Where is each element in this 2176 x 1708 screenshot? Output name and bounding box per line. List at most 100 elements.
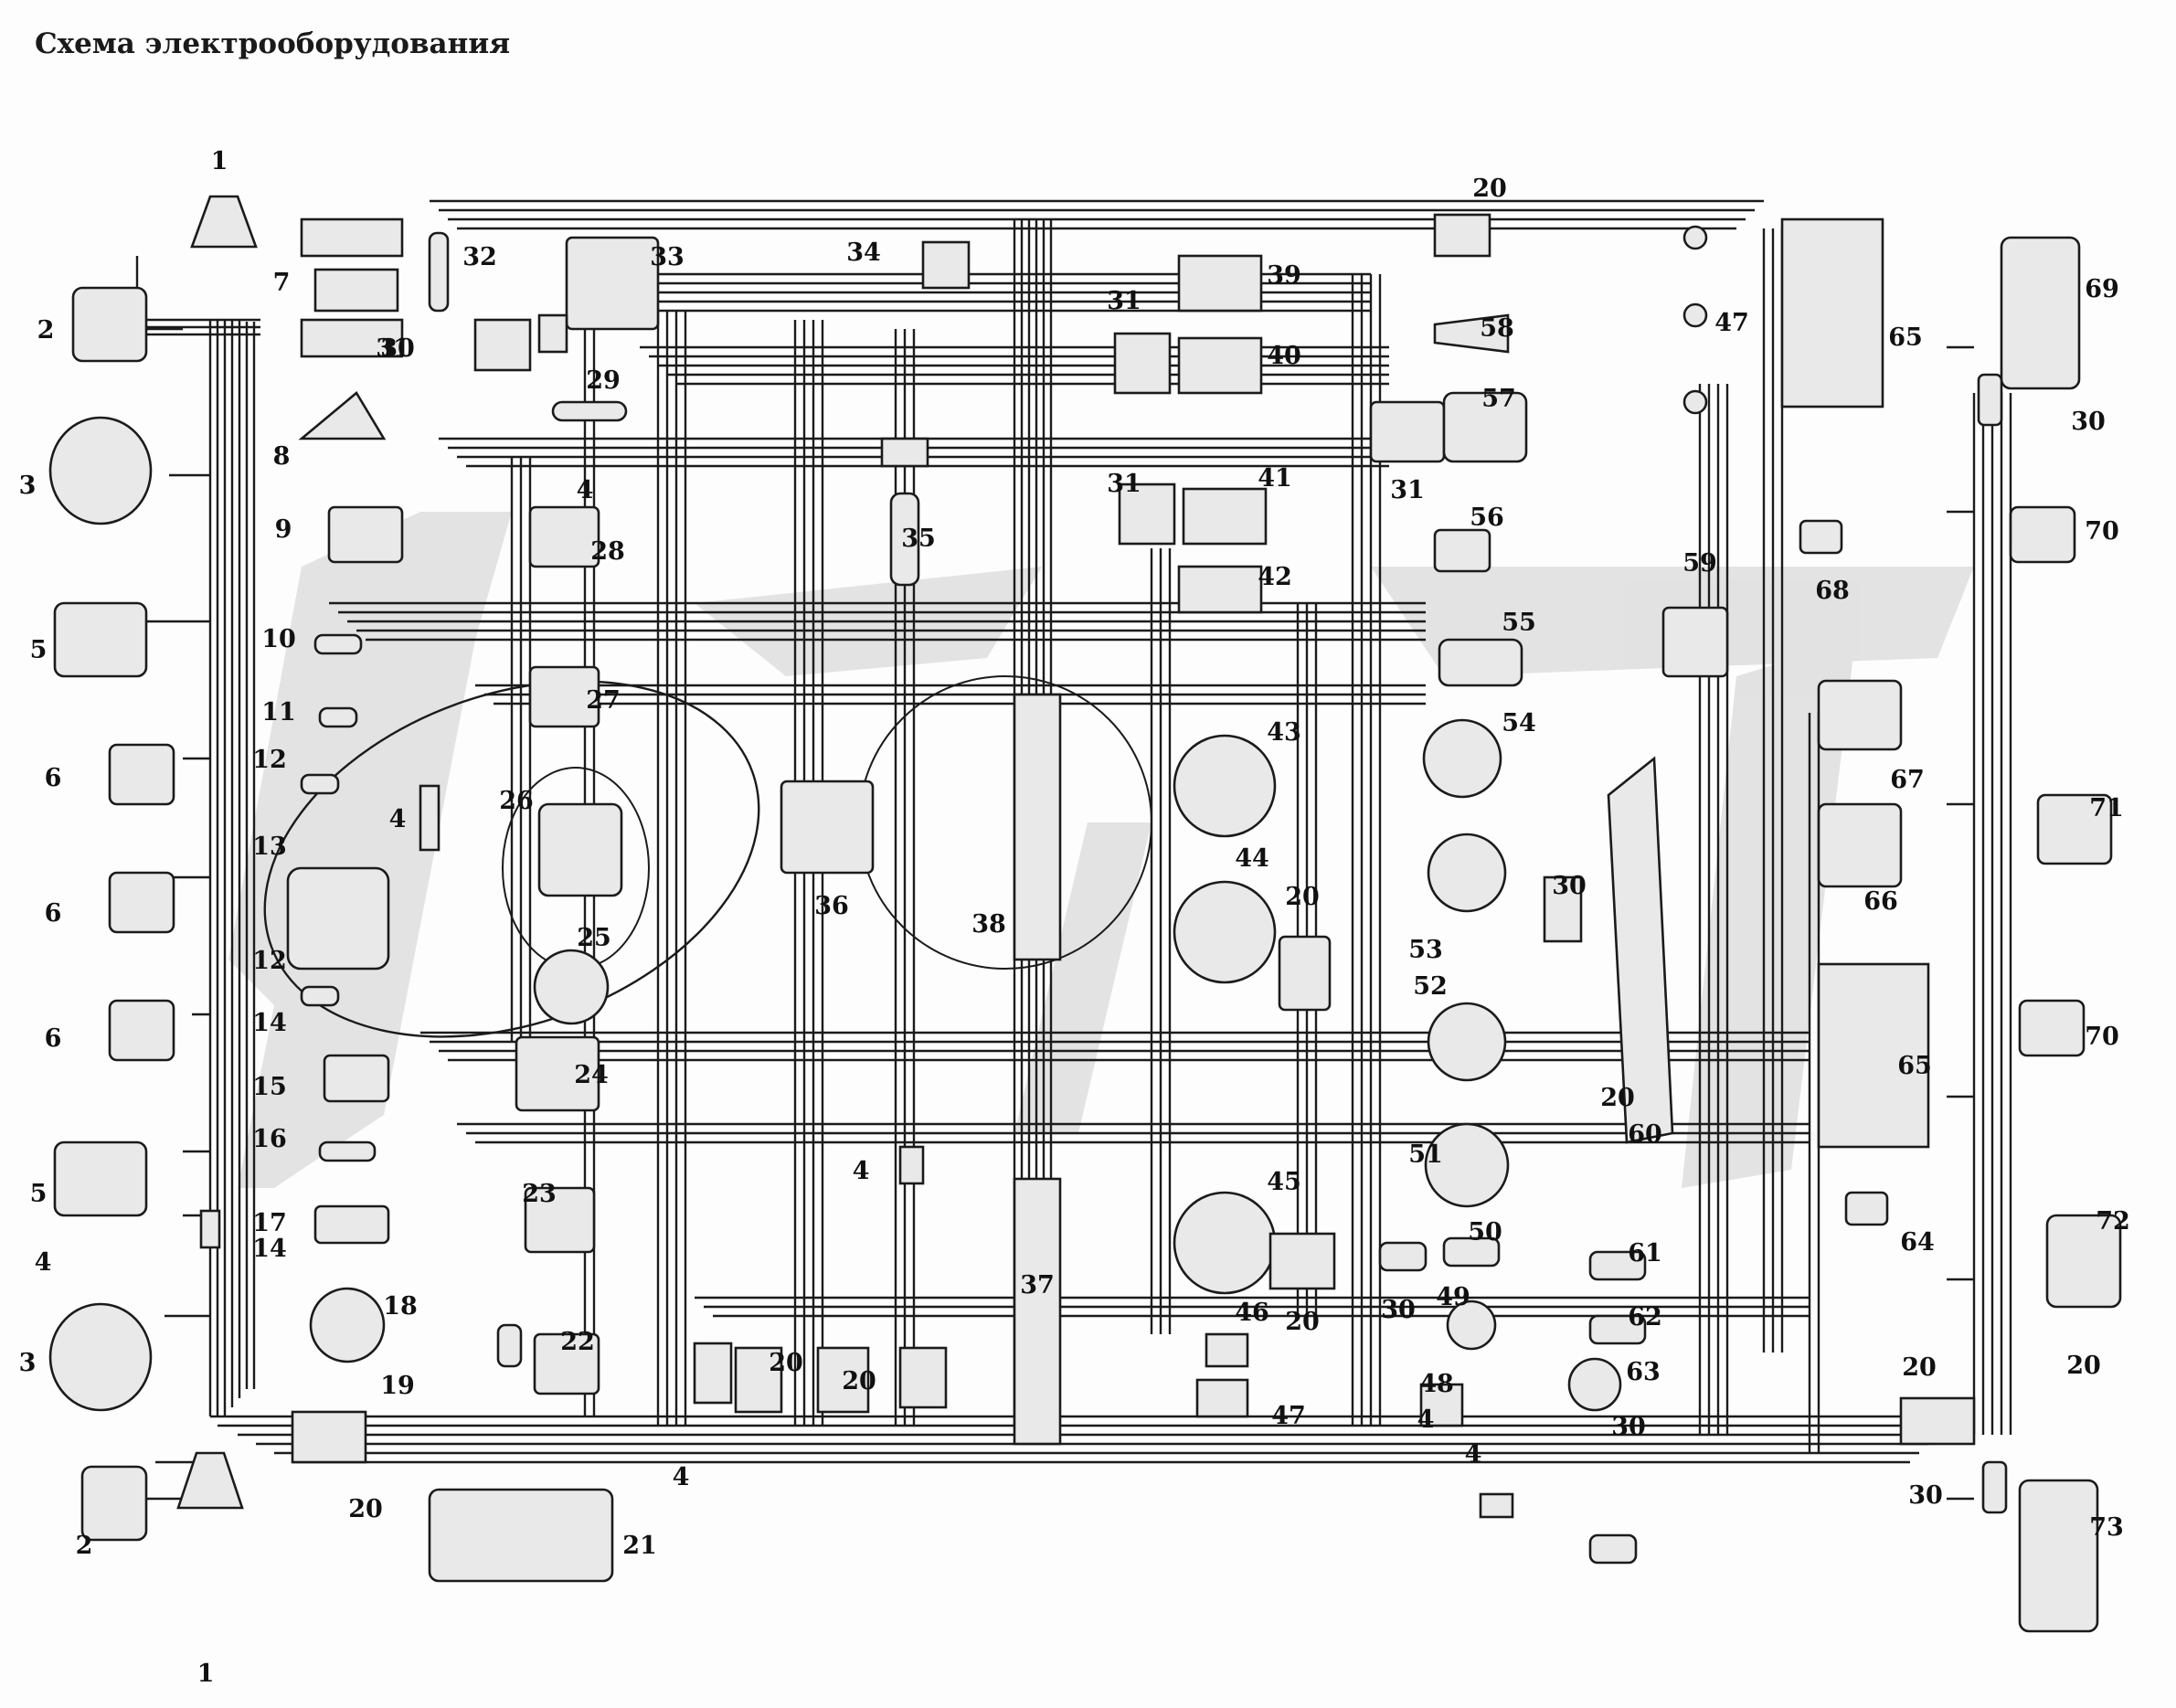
- component-number-label: 46: [1235, 1299, 1269, 1327]
- component-number-label: 20: [348, 1495, 383, 1523]
- switch-57-icon: [1442, 391, 1528, 463]
- component-number-label: 60: [1628, 1120, 1662, 1149]
- component-number-label: 73: [2089, 1513, 2124, 1542]
- connector-4-a-icon: [419, 784, 441, 852]
- gauge-52-icon: [1427, 1002, 1507, 1082]
- component-number-label: 66: [1863, 887, 1898, 916]
- lamp-1-top-icon: [190, 195, 258, 249]
- switch-39-icon: [1177, 254, 1263, 313]
- component-number-label: 49: [1436, 1283, 1470, 1311]
- lamp-5-bottom-icon: [53, 1140, 148, 1217]
- relay-27-icon: [528, 665, 600, 728]
- sensor-47-c-icon: [1682, 389, 1708, 415]
- component-number-label: 20: [1285, 883, 1320, 911]
- gauge-53-icon: [1427, 833, 1507, 913]
- component-number-label: 38: [971, 910, 1006, 939]
- component-number-label: 19: [380, 1372, 415, 1400]
- component-number-label: 47: [1271, 1402, 1306, 1430]
- relay-66-icon: [1817, 802, 1903, 888]
- relay-28-icon: [528, 505, 600, 568]
- battery-65-a-icon: [1780, 217, 1884, 408]
- relay-24-icon: [515, 1035, 600, 1112]
- lamp-71-icon: [2036, 793, 2113, 865]
- sensor-50-icon: [1442, 1236, 1501, 1268]
- component-number-label: 6: [45, 899, 62, 928]
- relay-22-icon: [533, 1332, 600, 1395]
- component-labels: 1122334444444556667891011121213141415161…: [19, 147, 2130, 1688]
- component-number-label: 1: [197, 1660, 215, 1688]
- switch-67-icon: [1817, 679, 1903, 751]
- component-number-label: 67: [1890, 766, 1925, 794]
- rear-lamp-73-icon: [2018, 1479, 2099, 1633]
- component-number-label: 54: [1502, 709, 1536, 737]
- component-number-label: 50: [1468, 1218, 1502, 1247]
- component-number-label: 20: [1600, 1084, 1635, 1112]
- component-number-label: 37: [1020, 1271, 1055, 1300]
- fuse-32-icon: [428, 231, 450, 313]
- component-number-label: 20: [842, 1367, 876, 1395]
- component-number-label: 11: [261, 698, 296, 727]
- connector-20-e-icon: [1899, 1396, 1976, 1446]
- gauge-44-icon: [1173, 880, 1277, 984]
- component-number-label: 24: [574, 1061, 609, 1089]
- relay-17-icon: [313, 1204, 390, 1245]
- component-number-label: 20: [1902, 1353, 1937, 1382]
- component-number-label: 56: [1470, 504, 1504, 532]
- component-number-label: 6: [45, 764, 62, 792]
- component-number-label: 30: [1552, 872, 1587, 900]
- connector-31-a-icon: [473, 318, 532, 372]
- switch-60-icon: [1607, 756, 1674, 1144]
- component-number-label: 22: [560, 1328, 595, 1356]
- component-number-label: 53: [1408, 936, 1443, 964]
- component-number-label: 51: [1408, 1140, 1443, 1169]
- component-number-label: 26: [499, 787, 534, 815]
- component-number-label: 43: [1267, 718, 1301, 747]
- component-number-label: 28: [590, 537, 625, 566]
- component-number-label: 63: [1626, 1358, 1661, 1386]
- component-number-label: 10: [261, 625, 296, 653]
- component-number-label: 52: [1413, 972, 1448, 1001]
- sensor-48-icon: [1419, 1383, 1464, 1427]
- component-number-label: 48: [1419, 1370, 1454, 1398]
- component-number-label: 32: [462, 243, 497, 271]
- component-number-label: 15: [252, 1073, 287, 1101]
- component-number-label: 33: [650, 243, 685, 271]
- component-number-label: 31: [1107, 287, 1141, 315]
- connector-20-b-icon: [1278, 935, 1332, 1012]
- lamp-72-icon: [2045, 1214, 2122, 1309]
- sensor-64-icon: [1844, 1191, 1889, 1226]
- component-number-label: 30: [1611, 1413, 1646, 1441]
- component-number-label: 39: [1267, 261, 1301, 290]
- page-title: Схема электрооборудования: [35, 27, 511, 60]
- component-number-label: 17: [252, 1209, 287, 1237]
- component-number-label: 12: [252, 947, 287, 975]
- lamp-1-bottom-icon: [176, 1451, 244, 1510]
- battery-65-b-icon: [1817, 962, 1930, 1149]
- component-number-label: 25: [577, 924, 611, 952]
- relay-15-icon: [323, 1054, 390, 1103]
- component-number-label: 70: [2085, 1023, 2119, 1051]
- connector-47-b-icon: [1195, 1378, 1249, 1418]
- connector-46-icon: [1205, 1332, 1249, 1368]
- component-number-label: 14: [252, 1009, 287, 1037]
- component-number-label: 4: [1465, 1440, 1482, 1469]
- gauge-25-icon: [533, 949, 610, 1025]
- sensor-10-icon: [313, 633, 363, 655]
- indicator-panel-7b-icon: [300, 318, 404, 358]
- sensor-16-icon: [318, 1140, 377, 1162]
- lamp-2-top-icon: [71, 286, 148, 363]
- connector-4-f-icon: [199, 1209, 221, 1249]
- component-number-label: 4: [1417, 1406, 1435, 1434]
- indicator-panel-7a-icon: [300, 217, 404, 258]
- component-number-label: 8: [273, 442, 291, 471]
- sensor-11-icon: [318, 706, 358, 728]
- gauge-45-icon: [1173, 1191, 1277, 1295]
- component-number-label: 69: [2085, 275, 2119, 303]
- relay-9-icon: [327, 505, 404, 564]
- connector-20-g-icon: [816, 1346, 870, 1414]
- lamp-49-icon: [1446, 1300, 1497, 1351]
- component-number-label: 20: [1472, 175, 1507, 203]
- component-number-label: 7: [273, 269, 291, 297]
- component-number-label: 71: [2089, 794, 2124, 822]
- indicator-7-icon: [313, 268, 399, 313]
